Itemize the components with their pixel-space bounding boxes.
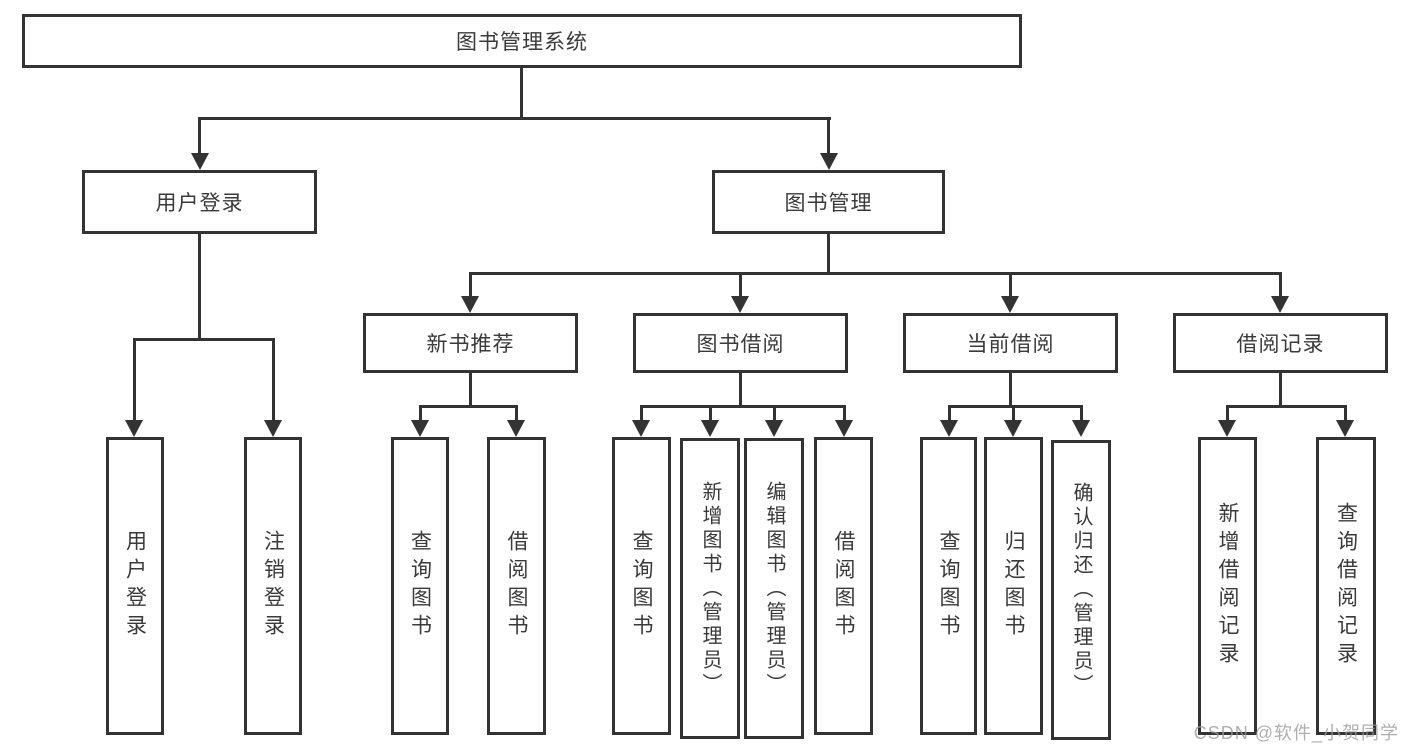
arrowhead-down-icon — [1004, 420, 1022, 437]
node-label: 新增借阅记录 — [1216, 502, 1239, 670]
connector-line — [640, 405, 643, 422]
leaf-query-books-recommend: 查询图书 — [391, 437, 449, 735]
connector-line — [272, 338, 275, 422]
node-label: 确认归还（管理员） — [1070, 482, 1092, 698]
node-label: 新增图书（管理员） — [699, 480, 721, 697]
node-label: 查询图书 — [630, 530, 653, 642]
arrowhead-down-icon — [765, 420, 783, 437]
leaf-user-login: 用户登录 — [106, 437, 164, 735]
arrowhead-down-icon — [461, 296, 479, 313]
connector-line — [1226, 405, 1347, 408]
connector-line — [640, 405, 845, 408]
node-borrow-records: 借阅记录 — [1173, 313, 1388, 373]
arrowhead-down-icon — [1271, 296, 1289, 313]
connector-line — [948, 405, 951, 422]
connector-line — [1009, 272, 1012, 298]
arrowhead-down-icon — [191, 153, 209, 170]
leaf-return-books: 归还图书 — [984, 437, 1043, 735]
node-label: 图书管理 — [784, 192, 873, 215]
node-new-book-recommend: 新书推荐 — [363, 313, 578, 373]
connector-line — [1279, 272, 1282, 298]
connector-line — [469, 272, 472, 298]
connector-line — [419, 405, 518, 408]
arrowhead-down-icon — [731, 296, 749, 313]
leaf-borrow-books: 借阅图书 — [814, 437, 873, 735]
csdn-watermark: CSDN @软件_小贺同学 — [1193, 723, 1399, 743]
connector-line — [515, 405, 518, 422]
connector-line — [948, 405, 1082, 408]
arrowhead-down-icon — [507, 420, 525, 437]
leaf-edit-books-admin: 编辑图书（管理员） — [744, 438, 804, 739]
connector-line — [133, 338, 136, 422]
node-book-management: 图书管理 — [712, 170, 945, 234]
connector-line — [1344, 405, 1347, 422]
connector-line — [520, 68, 523, 117]
connector-line — [1012, 405, 1015, 422]
connector-line — [469, 272, 1282, 275]
node-label: 注销登录 — [261, 530, 285, 642]
connector-line — [843, 405, 846, 422]
node-label: 借阅图书 — [505, 530, 528, 642]
connector-line — [1279, 373, 1282, 405]
leaf-borrow-books-recommend: 借阅图书 — [487, 437, 546, 735]
connector-line — [709, 405, 712, 422]
leaf-query-books-borrow: 查询图书 — [612, 437, 671, 735]
arrowhead-down-icon — [411, 420, 429, 437]
node-label: 当前借阅 — [966, 333, 1055, 356]
node-label: 查询图书 — [937, 530, 960, 642]
leaf-add-borrow-record: 新增借阅记录 — [1198, 437, 1257, 735]
connector-line — [419, 405, 422, 422]
connector-line — [739, 272, 742, 298]
arrowhead-down-icon — [1218, 420, 1236, 437]
node-label: 借阅记录 — [1236, 333, 1325, 356]
arrowhead-down-icon — [820, 153, 838, 170]
arrowhead-down-icon — [835, 420, 853, 437]
arrowhead-down-icon — [1336, 420, 1354, 437]
leaf-logout: 注销登录 — [244, 437, 302, 735]
node-label: 用户登录 — [155, 192, 244, 215]
arrowhead-down-icon — [940, 420, 958, 437]
node-user-login: 用户登录 — [82, 170, 317, 234]
node-label: 新书推荐 — [426, 333, 515, 356]
leaf-query-books-current: 查询图书 — [920, 437, 977, 735]
connector-line — [773, 405, 776, 422]
arrowhead-down-icon — [264, 420, 282, 437]
node-label: 查询图书 — [408, 530, 432, 642]
node-library-system-root: 图书管理系统 — [22, 14, 1022, 68]
node-current-borrow: 当前借阅 — [903, 313, 1118, 373]
arrowhead-down-icon — [125, 420, 143, 437]
connector-line — [1080, 405, 1083, 422]
arrowhead-down-icon — [1072, 420, 1090, 437]
connector-line — [827, 234, 830, 272]
connector-line — [469, 373, 472, 405]
connector-line — [739, 373, 742, 405]
node-label: 图书借阅 — [696, 333, 785, 356]
arrowhead-down-icon — [632, 420, 650, 437]
connector-line — [198, 117, 831, 120]
arrowhead-down-icon — [701, 420, 719, 437]
connector-line — [827, 117, 830, 155]
node-label: 图书管理系统 — [456, 31, 588, 54]
node-label: 用户登录 — [123, 530, 147, 642]
node-label: 借阅图书 — [832, 530, 855, 642]
node-label: 查询借阅记录 — [1334, 502, 1358, 670]
node-book-borrow: 图书借阅 — [633, 313, 848, 373]
leaf-query-borrow-record: 查询借阅记录 — [1316, 437, 1376, 735]
connector-line — [198, 117, 201, 155]
connector-line — [1009, 373, 1012, 405]
connector-line — [1226, 405, 1229, 422]
leaf-confirm-return-admin: 确认归还（管理员） — [1051, 440, 1111, 740]
arrowhead-down-icon — [1001, 296, 1019, 313]
connector-line — [133, 338, 275, 341]
connector-line — [198, 234, 201, 338]
node-label: 编辑图书（管理员） — [763, 480, 785, 697]
leaf-add-books-admin: 新增图书（管理员） — [680, 438, 740, 739]
node-label: 归还图书 — [1002, 530, 1025, 642]
